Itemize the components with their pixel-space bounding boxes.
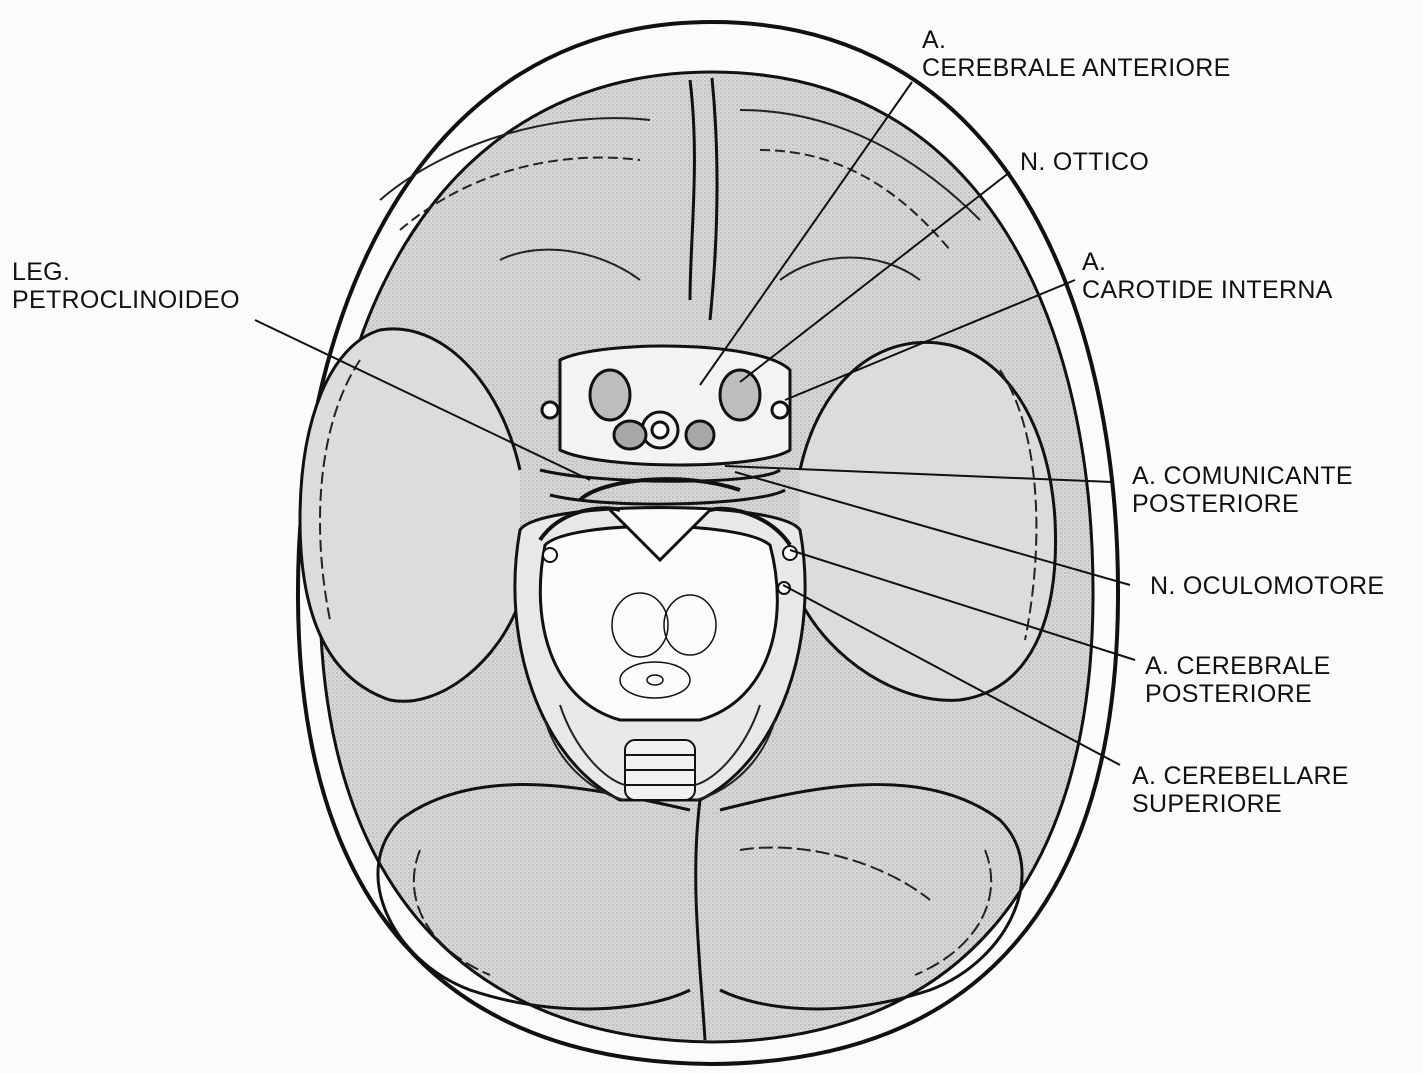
label-cerebrale-posteriore: A. CEREBRALE POSTERIORE [1145, 652, 1331, 708]
label-cerebellare-superiore: A. CEREBELLARE SUPERIORE [1132, 762, 1349, 818]
label-comunicante-posteriore: A. COMUNICANTE POSTERIORE [1132, 462, 1353, 518]
label-petroclinoideo: LEG. PETROCLINOIDEO [12, 258, 240, 314]
label-ottico: N. OTTICO [1020, 148, 1149, 176]
label-cerebrale-anteriore: A. CEREBRALE ANTERIORE [922, 26, 1231, 82]
middle-fossa-right [800, 342, 1056, 700]
label-oculomotore: N. OCULOMOTORE [1150, 572, 1384, 600]
spinal-cord [625, 740, 695, 800]
label-carotide-interna: A. CAROTIDE INTERNA [1082, 248, 1333, 304]
